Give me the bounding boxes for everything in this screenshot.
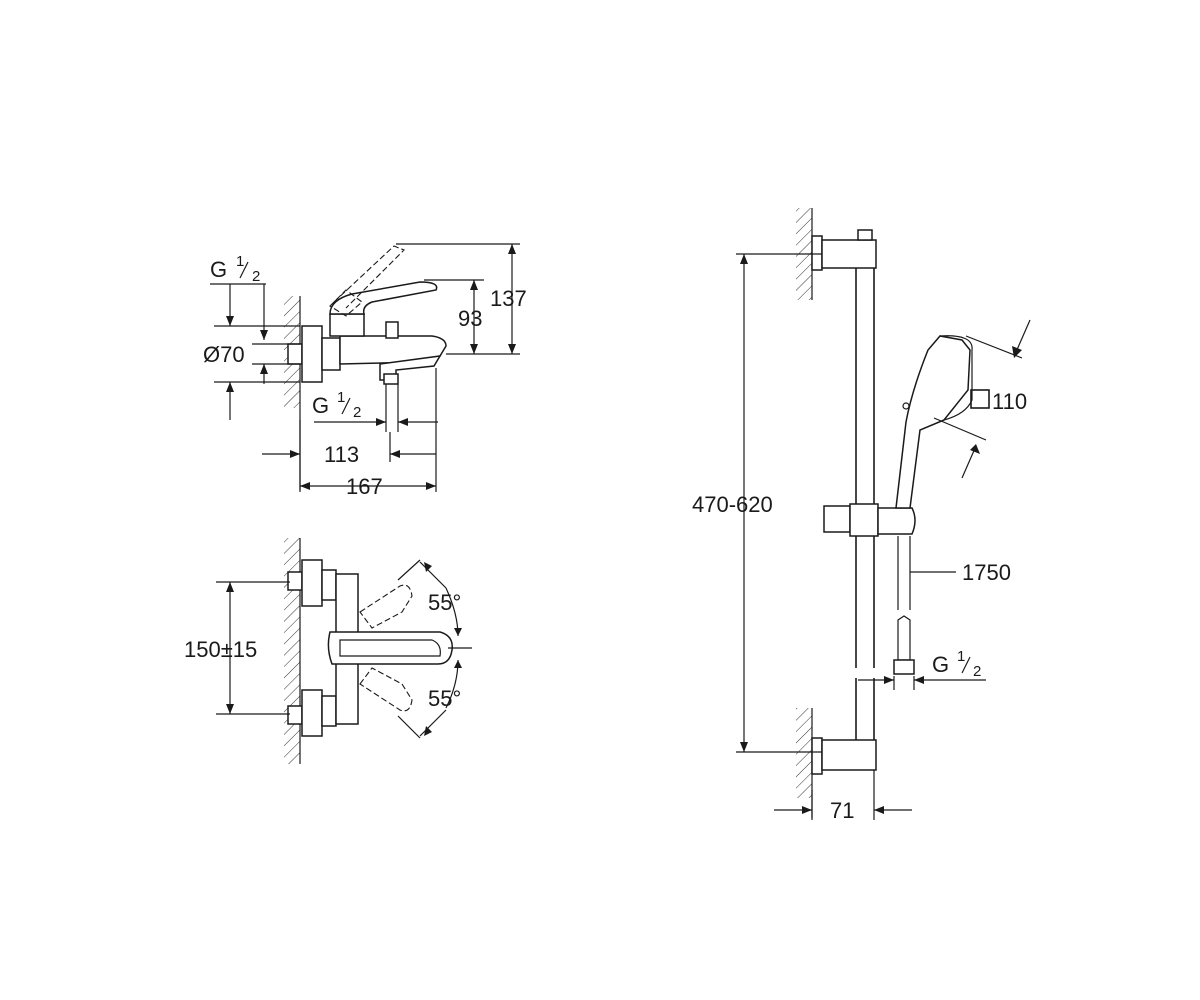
g-label: G [312,393,329,418]
g-denominator: 2 [252,268,260,285]
slider-knob [823,505,851,533]
wall-hatch-bottom [796,708,812,798]
dim-g-half-rail: G 1 2 [858,648,986,690]
lever-raised-outline [333,245,405,309]
top-bracket [821,239,877,269]
width-167-label: 167 [346,474,383,499]
dim-g-half-bottom: G 1 2 [312,384,438,432]
g-label: G [932,652,949,677]
shower-rail-view: 470-620 110 1750 G 1 2 [692,208,1031,823]
dim-wall-distance: 71 [774,770,912,823]
eccentric-nut [321,337,341,371]
dim-hose-length: 1750 [910,560,1011,585]
hose-nut [893,659,915,675]
height-137-label: 137 [490,286,527,311]
wall-connector [287,343,303,365]
handshower-holder [877,507,916,535]
height-93-label: 93 [458,306,482,331]
escutcheon [301,325,323,383]
bottom-bracket [821,739,877,771]
connector-top [287,571,303,591]
bottom-bracket-plate [811,737,823,775]
hose-outlet [383,373,399,385]
dim-g-half-top: G 1 2 [210,253,268,340]
mixer-top-view: 150±15 55° 55° [184,538,472,764]
width-113-label: 113 [324,442,359,467]
nut-bottom [321,695,337,727]
handle-base [329,313,365,337]
mixer-front-view: G 1 2 Ø70 [203,243,527,499]
dim-height-range: 470-620 [692,253,822,753]
g-numerator: 1 [337,389,345,406]
escutcheon-top [301,559,323,607]
g-label: G [210,257,227,282]
hose-length-label: 1750 [962,560,1011,585]
centres-label: 150±15 [184,637,257,662]
shower-head-face [939,335,973,421]
square-symbol [970,389,990,409]
g-denominator: 2 [973,663,981,680]
diverter-knob [385,321,399,339]
nut-top [321,569,337,601]
lever-top [327,631,453,665]
hand-shower [895,335,971,509]
connector-bottom [287,705,303,725]
lever-rotated-up [359,584,413,629]
lever [329,281,438,315]
slider-body [849,503,879,537]
escutcheon-bottom [301,689,323,737]
dim-centres: 150±15 [184,581,290,715]
wall-distance-label: 71 [830,798,854,823]
dim-diameter: Ø70 [203,325,300,420]
lever-inner [339,639,441,657]
diameter-label: Ø70 [203,342,245,367]
g-numerator: 1 [957,648,965,665]
dim-head-size: 110 [933,319,1031,479]
height-range-label: 470-620 [692,492,773,517]
lever-rotated-down [359,667,413,712]
angle-bottom-label: 55° [428,686,461,711]
hose-lower [897,615,911,661]
dim-widths: 113 167 [262,368,437,499]
top-bracket-plate [811,235,823,271]
g-denominator: 2 [353,404,361,421]
top-cap [857,229,873,241]
dim-angles: 55° 55° [419,561,472,737]
dim-heights: 93 137 [396,243,527,355]
head-size-label: 110 [992,389,1027,414]
angle-top-label: 55° [428,590,461,615]
g-numerator: 1 [236,253,244,270]
